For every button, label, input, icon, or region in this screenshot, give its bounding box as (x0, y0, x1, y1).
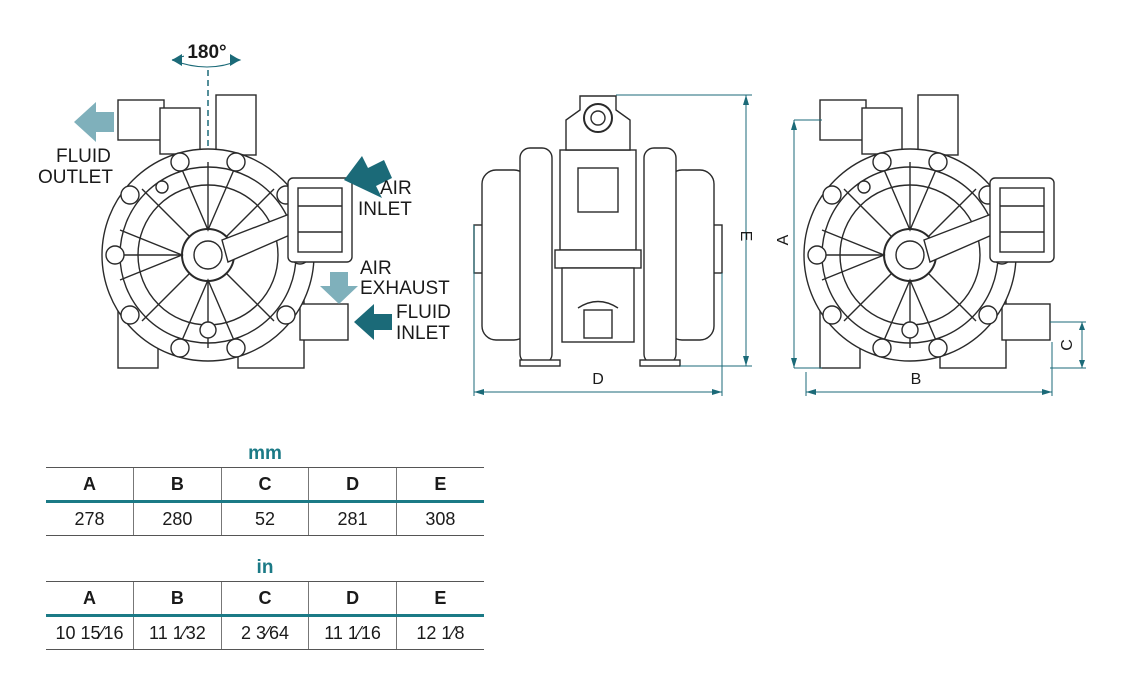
dimension-table: A B C D E 278 280 52 281 308 (46, 467, 484, 536)
table-header-cell: A (46, 581, 134, 617)
rotation-label: 180° (187, 42, 226, 63)
table-cell: 2 3⁄64 (220, 615, 309, 650)
table-header-cell: A (46, 467, 134, 503)
table-header-cell: E (395, 467, 484, 503)
table-cell: 12 1⁄8 (395, 615, 484, 650)
dim-b-label: B (911, 371, 922, 388)
table-unit-title: mm (248, 443, 282, 464)
table-header-cell: D (308, 581, 397, 617)
dimension-table-mm: mm A B C D E 278 280 52 281 308 (46, 441, 484, 536)
table-row: 10 15⁄16 11 1⁄32 2 3⁄64 11 1⁄16 12 1⁄8 (46, 615, 484, 650)
fluid-outlet-label-1: FLUID (56, 146, 111, 167)
dim-e-label: E (737, 231, 754, 242)
table-header-cell: B (133, 467, 222, 503)
table-cell: 278 (46, 501, 134, 536)
dimension-table: A B C D E 10 15⁄16 11 1⁄32 2 3⁄64 11 1⁄1… (46, 581, 484, 650)
fluid-outlet-label-2: OUTLET (38, 167, 113, 188)
table-row: 278 280 52 281 308 (46, 501, 484, 536)
table-cell: 280 (133, 501, 222, 536)
table-header-row: A B C D E (46, 581, 484, 617)
dimension-table-in: in A B C D E 10 15⁄16 11 1⁄32 2 3⁄64 11 … (46, 555, 484, 650)
air-inlet-label-2: INLET (358, 199, 412, 220)
table-cell: 11 1⁄16 (308, 615, 397, 650)
table-header-cell: C (220, 581, 309, 617)
dim-c-label: C (1059, 339, 1076, 351)
pump-side-view-right: A B C (775, 94, 1086, 396)
table-cell: 52 (220, 501, 309, 536)
dim-a-label: A (775, 234, 792, 245)
air-exhaust-arrow-icon (320, 272, 358, 304)
table-unit-title: in (256, 557, 274, 578)
air-inlet-label-1: AIR (380, 178, 412, 199)
table-cell: 10 15⁄16 (46, 615, 134, 650)
fluid-inlet-arrow-icon (354, 304, 392, 340)
dim-d-label: D (592, 371, 604, 388)
table-header-cell: D (308, 467, 397, 503)
pump-front-view: D E (473, 94, 754, 396)
fluid-inlet-label-2: INLET (396, 323, 450, 344)
table-cell: 308 (395, 501, 484, 536)
table-header-row: A B C D E (46, 467, 484, 503)
fluid-outlet-arrow-icon (74, 102, 114, 142)
table-header-cell: C (220, 467, 309, 503)
air-exhaust-label-1: AIR (360, 258, 392, 279)
air-inlet-arrow-icon (344, 156, 392, 198)
table-header-cell: B (133, 581, 222, 617)
fluid-inlet-label-1: FLUID (396, 302, 451, 323)
table-cell: 11 1⁄32 (133, 615, 222, 650)
table-cell: 281 (308, 501, 397, 536)
air-exhaust-label-2: EXHAUST (360, 278, 450, 299)
pump-drawings: 180° FLUID OUTLET AIR INLET AIR EXHAUST … (38, 42, 1086, 396)
table-header-cell: E (395, 581, 484, 617)
pump-side-view-left: 180° FLUID OUTLET AIR INLET AIR EXHAUST … (38, 42, 451, 369)
